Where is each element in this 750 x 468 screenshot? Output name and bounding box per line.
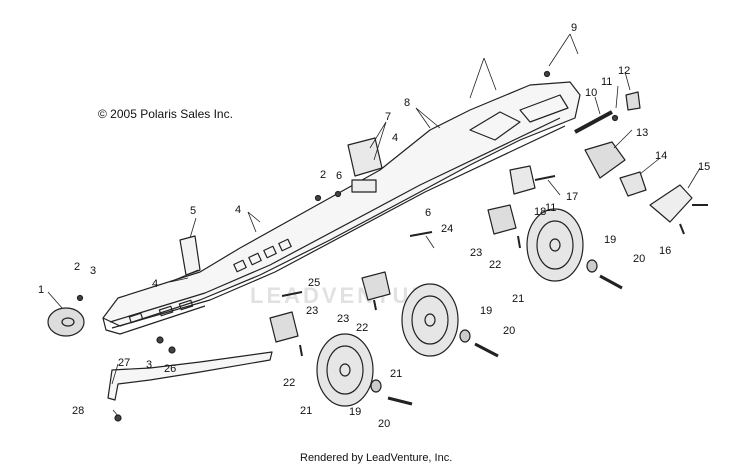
callout-21b: 21 xyxy=(390,368,402,380)
callout-19b: 19 xyxy=(480,305,492,317)
callout-27: 27 xyxy=(118,357,130,369)
rail-frame xyxy=(102,81,581,327)
callout-23: 23 xyxy=(470,247,482,259)
callout-4b: 4 xyxy=(235,204,241,216)
callout-2b: 2 xyxy=(320,169,326,181)
callout-20: 20 xyxy=(633,253,645,265)
callout-14: 14 xyxy=(655,150,667,162)
callout-6: 6 xyxy=(336,170,342,182)
callout-9: 9 xyxy=(571,22,577,34)
callout-8: 8 xyxy=(404,97,410,109)
callout-24: 24 xyxy=(441,223,453,235)
wheel-2 xyxy=(401,283,459,357)
callout-2: 2 xyxy=(74,261,80,273)
callout-10: 10 xyxy=(585,87,597,99)
callout-25: 25 xyxy=(308,277,320,289)
callout-15: 15 xyxy=(698,161,710,173)
rendered-by-text: Rendered by LeadVenture, Inc. xyxy=(300,452,453,464)
wheel-3 xyxy=(316,333,374,407)
callout-7: 7 xyxy=(385,111,391,123)
callout-19: 19 xyxy=(604,234,616,246)
callout-17: 17 xyxy=(566,191,578,203)
end-cap xyxy=(47,307,85,337)
callout-21: 21 xyxy=(512,293,524,305)
callout-23c: 23 xyxy=(306,305,318,317)
callout-22: 22 xyxy=(489,259,501,271)
callout-16: 16 xyxy=(659,245,671,257)
callout-3b: 3 xyxy=(146,359,152,371)
callout-19c: 19 xyxy=(349,406,361,418)
callout-28: 28 xyxy=(72,405,84,417)
callout-4c: 4 xyxy=(392,132,398,144)
callout-1: 1 xyxy=(38,284,44,296)
callout-20c: 20 xyxy=(378,418,390,430)
callout-23b: 23 xyxy=(337,313,349,325)
callout-18: 18 xyxy=(534,206,546,218)
callout-22b: 22 xyxy=(356,322,368,334)
bracket xyxy=(179,235,201,276)
slide-rail xyxy=(107,351,273,401)
callout-11b: 11 xyxy=(545,202,556,214)
callout-13: 13 xyxy=(636,127,648,139)
wheel-1 xyxy=(526,208,584,282)
callout-4: 4 xyxy=(152,278,158,290)
callout-11: 11 xyxy=(601,76,612,88)
callout-5: 5 xyxy=(190,205,196,217)
block-7 xyxy=(347,137,383,177)
callout-26: 26 xyxy=(164,363,176,375)
callout-20b: 20 xyxy=(503,325,515,337)
callout-12: 12 xyxy=(618,65,630,77)
callout-22c: 22 xyxy=(283,377,295,389)
callout-3: 3 xyxy=(90,265,96,277)
callout-21c: 21 xyxy=(300,405,312,417)
copyright-text: © 2005 Polaris Sales Inc. xyxy=(98,107,233,121)
callout-6b: 6 xyxy=(425,207,431,219)
